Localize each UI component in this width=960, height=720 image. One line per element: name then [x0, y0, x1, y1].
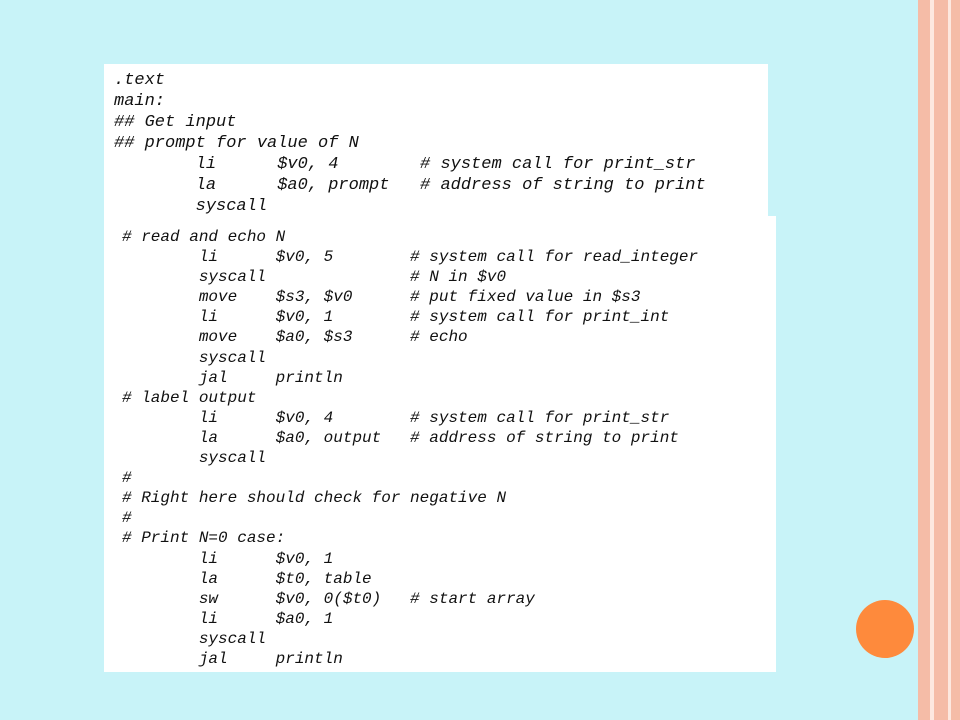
right-border-stripe	[948, 0, 951, 720]
code-panel-top: .text main: ## Get input ## prompt for v…	[104, 64, 768, 216]
orange-circle-decoration	[856, 600, 914, 658]
code-panel-bottom: # read and echo N li $v0, 5 # system cal…	[104, 216, 776, 672]
assembly-code-bottom: # read and echo N li $v0, 5 # system cal…	[122, 228, 699, 668]
assembly-code-top: .text main: ## Get input ## prompt for v…	[114, 71, 706, 216]
right-border-stripe	[951, 0, 960, 720]
right-border-stripe	[934, 0, 948, 720]
right-border-stripe	[918, 0, 930, 720]
right-border-stripe	[930, 0, 934, 720]
